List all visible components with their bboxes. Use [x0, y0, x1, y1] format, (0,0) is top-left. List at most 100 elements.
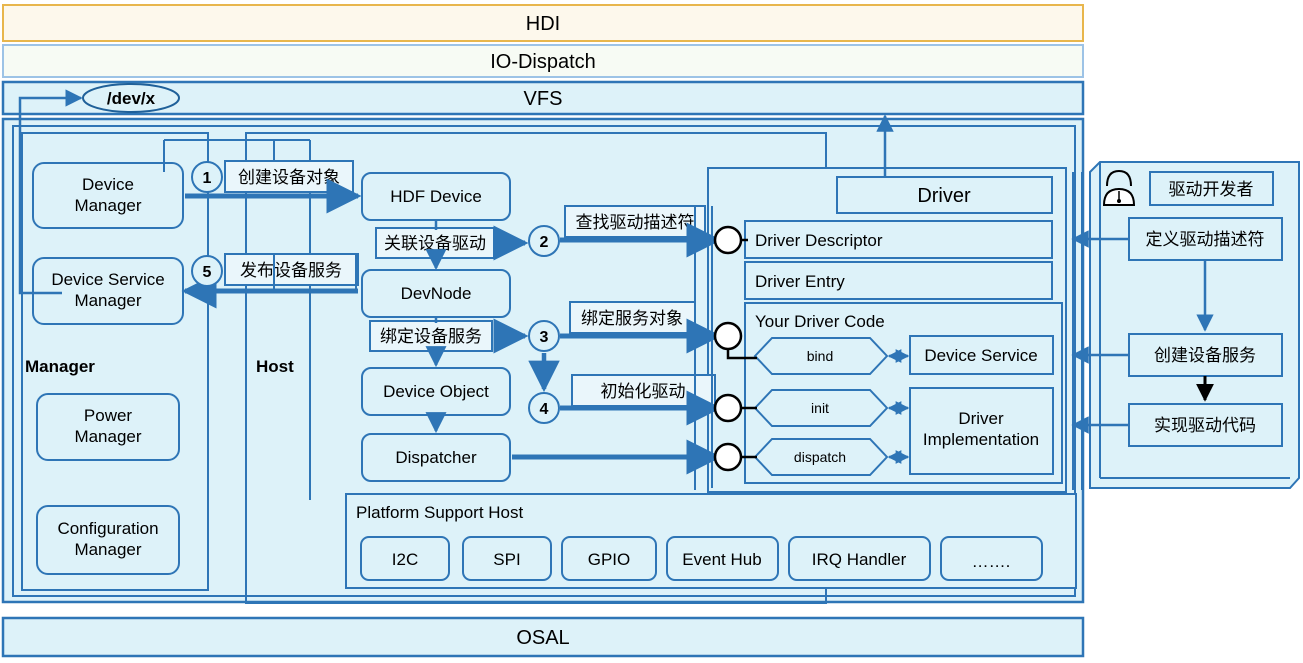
your-driver-code-label: Your Driver Code	[755, 312, 885, 331]
device-service-label: Device Service	[924, 346, 1037, 365]
driver-descriptor-label: Driver Descriptor	[755, 231, 883, 250]
band-io-dispatch-label: IO-Dispatch	[490, 51, 596, 73]
dispatch-label: dispatch	[794, 449, 846, 465]
driver-hook-dispatch[interactable]: dispatch	[753, 438, 889, 476]
port-init	[713, 393, 757, 423]
driver-title-box: Driver	[836, 176, 1053, 214]
manager-item-device-manager[interactable]: Device Manager	[32, 162, 184, 229]
configuration-manager-label-line1: Configuration	[57, 519, 158, 538]
bind-label: bind	[807, 348, 833, 364]
host-section-label: Host	[256, 357, 294, 376]
step-1-number: 1	[203, 170, 212, 187]
step-4-label-box: 初始化驱动	[571, 374, 716, 407]
driver-entry-box[interactable]: Driver Entry	[744, 261, 1053, 300]
dispatcher-label: Dispatcher	[395, 448, 477, 467]
device-object-label: Device Object	[383, 382, 489, 401]
band-hdi: HDI	[2, 4, 1084, 42]
device-manager-label-line1: Device	[82, 175, 134, 194]
device-service-manager-label-line1: Device Service	[51, 270, 164, 289]
driver-implementation-box[interactable]: Driver Implementation	[909, 387, 1054, 475]
i2c-label: I2C	[392, 550, 418, 569]
manager-item-device-service-manager[interactable]: Device Service Manager	[32, 257, 184, 325]
platform-module-event-hub[interactable]: Event Hub	[666, 536, 779, 581]
driver-title-label: Driver	[917, 185, 971, 207]
port-bind	[713, 321, 757, 360]
step-2-label-box: 查找驱动描述符	[564, 205, 706, 238]
band-hdi-label: HDI	[526, 13, 560, 35]
step-1-label-box: 创建设备对象	[224, 160, 354, 193]
manager-item-power-manager[interactable]: Power Manager	[36, 393, 180, 461]
more-label: …….	[972, 552, 1011, 571]
platform-module-more[interactable]: …….	[940, 536, 1043, 581]
band-io-dispatch: IO-Dispatch	[2, 44, 1084, 78]
platform-module-gpio[interactable]: GPIO	[561, 536, 657, 581]
step-2-badge: 2	[528, 225, 560, 257]
create-device-service-label: 创建设备服务	[1154, 346, 1256, 366]
driver-hook-bind[interactable]: bind	[753, 337, 889, 375]
step-2-number: 2	[540, 234, 549, 251]
device-manager-label-line2: Manager	[74, 196, 141, 215]
step-1-badge: 1	[191, 161, 223, 193]
host-inline-associate-device-driver: 关联设备驱动	[375, 227, 495, 259]
developer-person-icon	[1102, 169, 1136, 206]
driver-implementation-label-line2: Implementation	[923, 430, 1039, 449]
gpio-label: GPIO	[588, 550, 631, 569]
platform-module-i2c[interactable]: I2C	[360, 536, 450, 581]
step-4-label: 初始化驱动	[601, 382, 686, 402]
port-dispatch	[713, 442, 757, 472]
driver-implementation-label-line1: Driver	[958, 409, 1004, 428]
developer-role-box: 驱动开发者	[1149, 171, 1274, 206]
step-3-badge: 3	[528, 320, 560, 352]
driver-hook-init[interactable]: init	[753, 389, 889, 427]
define-driver-descriptor-label: 定义驱动描述符	[1146, 230, 1265, 250]
associate-device-driver-label: 关联设备驱动	[384, 234, 486, 254]
dev-node-badge-label: /dev/x	[107, 89, 156, 108]
developer-role-label: 驱动开发者	[1169, 180, 1254, 200]
host-item-hdf-device[interactable]: HDF Device	[361, 172, 511, 221]
power-manager-label-line2: Manager	[74, 427, 141, 446]
step-2-label: 查找驱动描述符	[576, 213, 695, 233]
step-5-label-box: 发布设备服务	[224, 253, 359, 286]
devnode-label: DevNode	[401, 284, 472, 303]
device-service-manager-label-line2: Manager	[74, 291, 141, 310]
device-service-manager-to-devx-arrow	[18, 89, 83, 295]
step-3-label-box: 绑定服务对象	[569, 301, 696, 334]
spi-label: SPI	[493, 550, 520, 569]
host-item-dispatcher[interactable]: Dispatcher	[361, 433, 511, 482]
power-manager-label-line1: Power	[84, 406, 133, 425]
host-item-devnode[interactable]: DevNode	[361, 269, 511, 318]
configuration-manager-label-line2: Manager	[74, 540, 141, 559]
band-osal-label: OSAL	[516, 627, 569, 649]
platform-module-spi[interactable]: SPI	[462, 536, 552, 581]
step-5-number: 5	[203, 264, 212, 281]
step-4-number: 4	[540, 401, 549, 418]
band-vfs-label: VFS	[524, 88, 563, 110]
host-inline-bind-device-service: 绑定设备服务	[369, 320, 493, 352]
hdf-device-label: HDF Device	[390, 187, 482, 206]
developer-task-implement-driver-code[interactable]: 实现驱动代码	[1128, 403, 1283, 447]
port-driver-descriptor	[713, 225, 748, 255]
step-5-label: 发布设备服务	[240, 261, 342, 281]
init-label: init	[811, 400, 829, 416]
developer-task-define-driver-descriptor[interactable]: 定义驱动描述符	[1128, 217, 1283, 261]
event-hub-label: Event Hub	[682, 550, 761, 569]
driver-entry-label: Driver Entry	[755, 272, 845, 291]
bind-device-service-label: 绑定设备服务	[380, 327, 482, 347]
step-4-badge: 4	[528, 392, 560, 424]
platform-module-irq-handler[interactable]: IRQ Handler	[788, 536, 931, 581]
host-item-device-object[interactable]: Device Object	[361, 367, 511, 416]
implement-driver-code-label: 实现驱动代码	[1154, 416, 1256, 436]
manager-section-label: Manager	[25, 357, 95, 376]
manager-item-configuration-manager[interactable]: Configuration Manager	[36, 505, 180, 575]
driver-descriptor-box[interactable]: Driver Descriptor	[744, 220, 1053, 259]
band-vfs: VFS	[1, 80, 1085, 116]
developer-task-create-device-service[interactable]: 创建设备服务	[1128, 333, 1283, 377]
platform-support-host-title: Platform Support Host	[356, 503, 524, 522]
device-service-box[interactable]: Device Service	[909, 335, 1054, 375]
irq-handler-label: IRQ Handler	[812, 550, 907, 569]
step-1-label: 创建设备对象	[238, 168, 340, 188]
step-3-label: 绑定服务对象	[581, 309, 683, 329]
dev-node-badge: /dev/x	[82, 83, 180, 113]
step-5-badge: 5	[191, 255, 223, 287]
